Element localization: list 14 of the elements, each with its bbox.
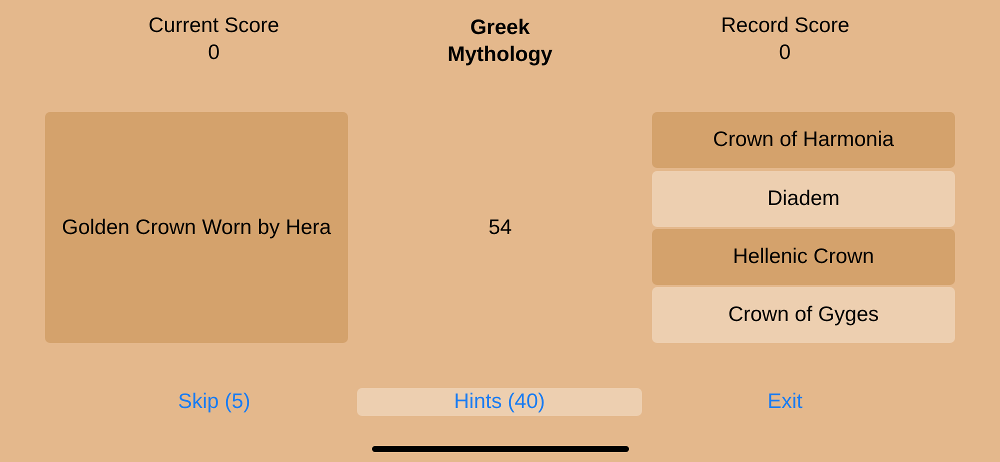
question-card: Golden Crown Worn by Hera: [45, 112, 348, 343]
answer-option: Diadem: [652, 171, 955, 227]
score-heading: Record Score: [721, 14, 850, 38]
category-title: Greek Mythology: [446, 15, 554, 68]
score-heading: Current Score: [148, 14, 280, 38]
score-value: 0: [208, 41, 220, 65]
answer-option: Hellenic Crown: [652, 229, 955, 285]
exit-link: Exit: [768, 390, 803, 414]
score-value: 0: [779, 41, 791, 65]
countdown-number: 54: [488, 216, 512, 240]
answer-option: Crown of Gyges: [652, 287, 955, 343]
hints-button: Hints (40): [357, 388, 642, 416]
answer-option: Crown of Harmonia: [652, 112, 955, 168]
skip-link: Skip (5): [178, 390, 250, 414]
